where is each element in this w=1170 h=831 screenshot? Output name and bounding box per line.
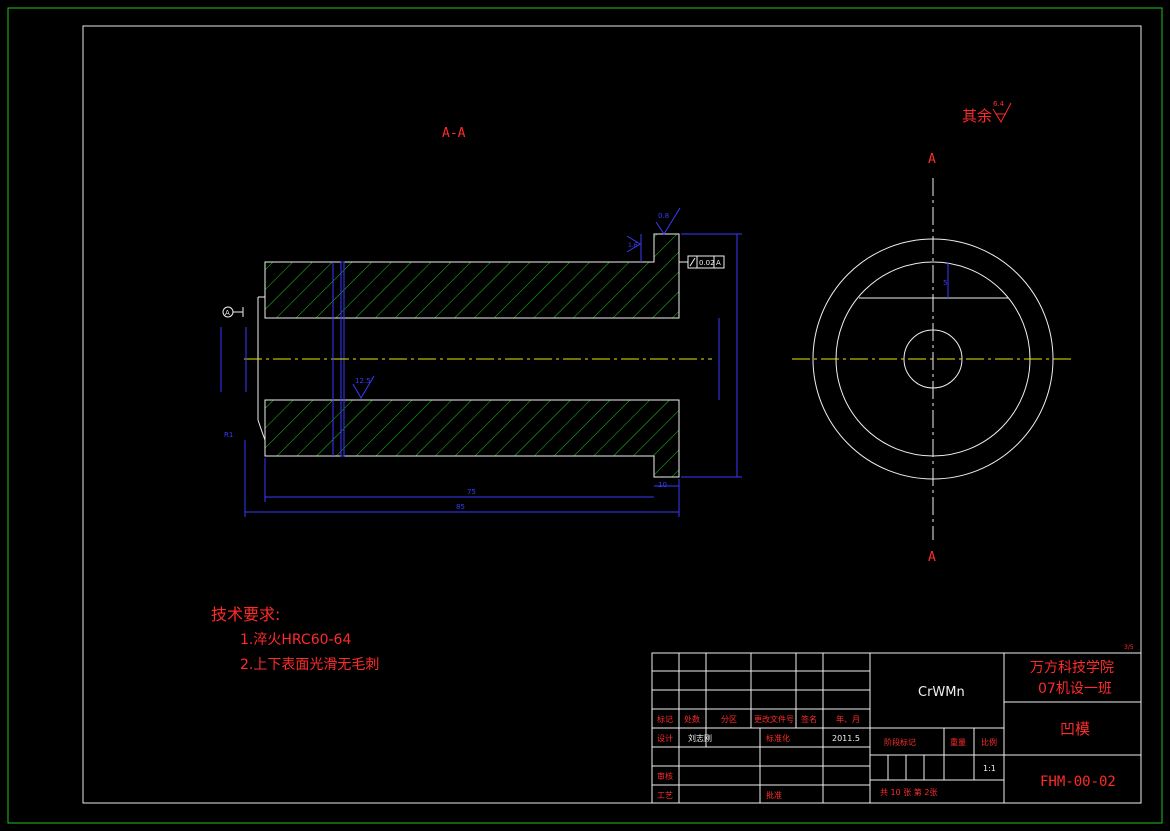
roughness-face-value: 1.6 xyxy=(628,242,638,249)
dim-75: 75 xyxy=(467,488,476,496)
dim-radius: R1 xyxy=(224,431,233,439)
inner-border xyxy=(82,25,1142,804)
roughness-top-value: 0.8 xyxy=(658,212,669,220)
dim-shoulder: 10 xyxy=(658,481,667,489)
section-marker-bottom: A xyxy=(928,550,936,565)
dim-flat: 5 xyxy=(943,279,947,287)
datum-label: A xyxy=(225,309,230,317)
lower-wall xyxy=(264,399,680,478)
tb-sheets: 共 10 张 第 2张 xyxy=(880,787,937,797)
tb-header-0: 标记 xyxy=(657,714,673,724)
tb-header-1: 处数 xyxy=(684,714,700,724)
runout-arrow-icon xyxy=(689,257,696,267)
runout-datum: A xyxy=(716,259,721,267)
tb-header-5: 年、月 xyxy=(836,714,860,724)
tb-scale: 1:1 xyxy=(983,764,996,773)
requirements-heading: 技术要求: xyxy=(211,605,280,624)
section-marker-top: A xyxy=(928,152,936,167)
tb-header-4: 签名 xyxy=(801,714,817,724)
left-radius xyxy=(257,419,266,441)
runout-value: 0.02 xyxy=(699,259,715,267)
tb-material: CrWMn xyxy=(918,685,965,700)
outer-border xyxy=(7,7,1163,824)
tb-corner-tag: 3/5 xyxy=(1124,644,1134,651)
roughness-top-icon xyxy=(655,207,681,235)
roughness-other-label: 其余 xyxy=(962,107,992,125)
dim-85: 85 xyxy=(456,503,465,511)
tb-header-3: 更改文件号 xyxy=(754,714,794,724)
dimensions xyxy=(220,233,742,517)
tb-school-line1: 万方科技学院 xyxy=(1030,660,1114,676)
tb-scale-label: 比例 xyxy=(981,737,997,747)
roughness-symbol-icon xyxy=(992,102,1012,124)
requirement-item-2: 2.上下表面光滑无毛刺 xyxy=(240,656,379,673)
tb-review-label: 审核 xyxy=(657,771,673,781)
title-block xyxy=(651,652,1142,804)
tb-school-line2: 07机设一班 xyxy=(1038,681,1112,697)
tb-design-label: 设计 xyxy=(657,733,673,743)
tb-stage-label: 阶段标记 xyxy=(884,737,916,747)
roughness-bore-value: 12.5 xyxy=(355,377,371,385)
section-view xyxy=(244,233,712,478)
section-label: A-A xyxy=(442,126,466,141)
tb-designer: 刘志刚 xyxy=(688,733,712,743)
end-view xyxy=(792,178,1074,540)
requirement-item-1: 1.淬火HRC60-64 xyxy=(240,632,351,648)
tb-part-name: 凹模 xyxy=(1060,720,1090,738)
runout-frame xyxy=(679,255,725,269)
upper-wall xyxy=(264,233,680,319)
tb-standard-label: 标准化 xyxy=(766,733,790,743)
tb-process-label: 工艺 xyxy=(657,791,673,800)
roughness-bore-icon xyxy=(352,375,375,399)
tb-weight-label: 重量 xyxy=(950,737,966,747)
tb-approve-label: 批准 xyxy=(766,790,782,800)
roughness-marks xyxy=(352,207,681,399)
tb-date: 2011.5 xyxy=(832,734,860,743)
tb-header-2: 分区 xyxy=(721,715,737,724)
runout-box xyxy=(687,255,725,269)
tb-drawing-no: FHM-00-02 xyxy=(1040,774,1116,790)
roughness-face-icon xyxy=(626,235,641,253)
roughness-other-value: 6.4 xyxy=(993,100,1005,108)
